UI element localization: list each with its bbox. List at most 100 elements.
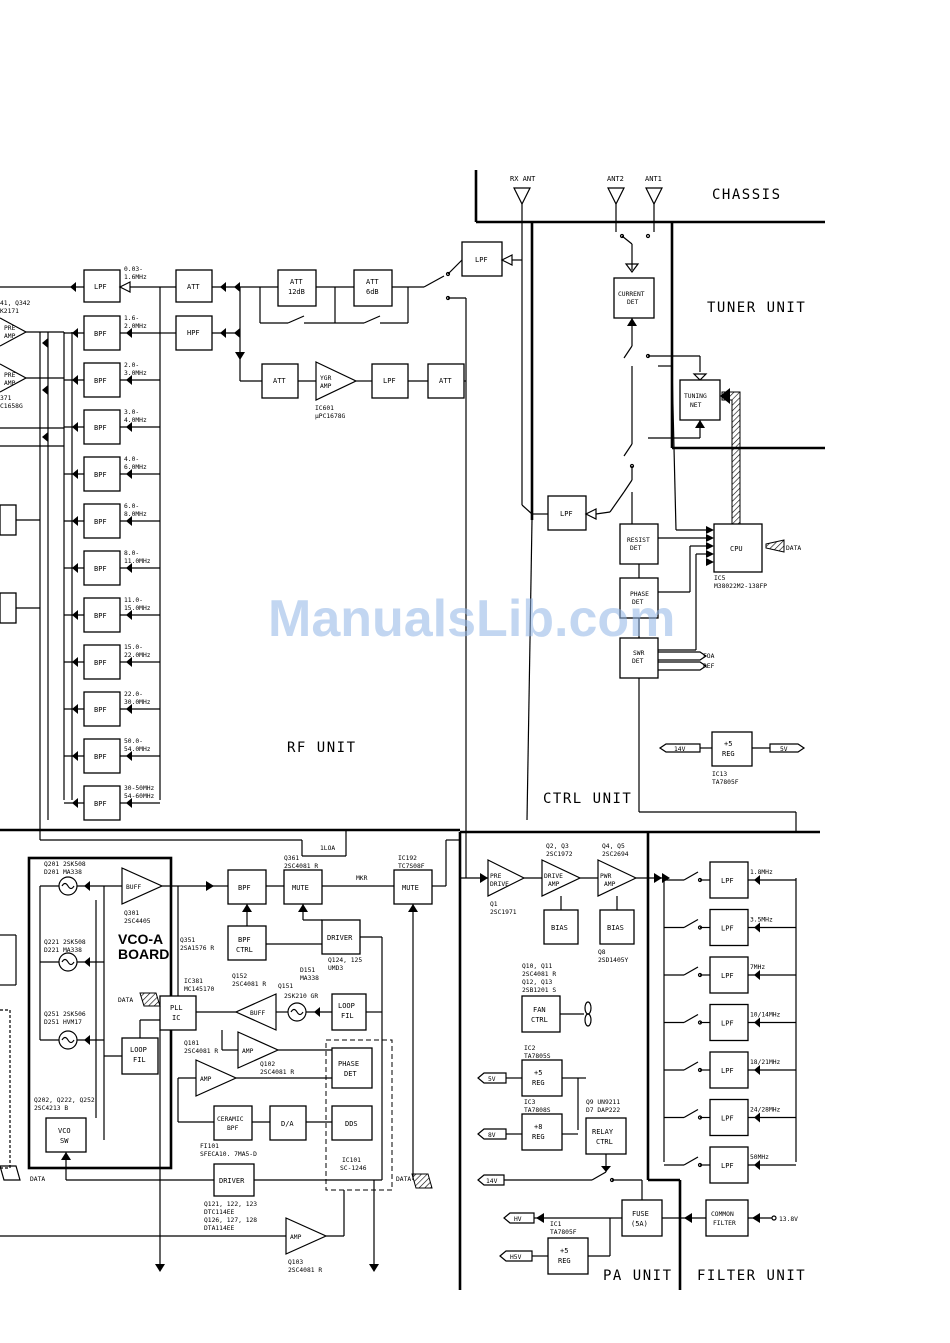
svg-text:IC101: IC101 [342,1157,361,1164]
ic101-outline [325,1039,393,1191]
svg-text:Q103: Q103 [288,1259,303,1266]
bpf-filter [83,785,121,821]
bpf-filter [83,597,121,633]
svg-text:IC192: IC192 [398,855,417,862]
antennas: RX ANT ANT2 ANT1 [510,175,663,273]
svg-text:D7 DAP222: D7 DAP222 [586,1107,620,1114]
svg-text:M38022M2-138FP: M38022M2-138FP [714,583,767,590]
filter-lpf [709,861,749,899]
svg-text:MKR: MKR [356,875,368,882]
cpu: CPU [730,545,743,553]
svg-text:AMP: AMP [4,380,16,387]
rf-unit-label: RF UNIT [287,740,357,756]
filter-lpf [709,1003,749,1042]
svg-text:SC-1246: SC-1246 [340,1165,367,1172]
svg-text:HV: HV [514,1216,522,1223]
svg-text:μPC1678G: μPC1678G [315,413,346,420]
svg-text:SW: SW [60,1137,69,1145]
pa-unit: PRE DRIVE Q1 2SC1971 Q2, Q3 2SC1972 DRIV… [465,830,670,1275]
svg-text:D251 HVM17: D251 HVM17 [44,1019,82,1026]
svg-text:DATA: DATA [396,1176,411,1183]
att-c: ATT [439,377,452,385]
svg-text:DET: DET [344,1070,357,1078]
svg-text:2SC1972: 2SC1972 [546,851,573,858]
svg-text:K2171: K2171 [0,308,19,315]
filter-lpf-label: LPF [721,1020,734,1028]
svg-text:BOARD: BOARD [118,946,169,962]
filter-band-label: 10/14MHz [750,1012,781,1019]
svg-text:REG: REG [532,1133,545,1141]
svg-text:DET: DET [627,299,639,306]
svg-text:NET: NET [690,402,702,409]
svg-text:FIL: FIL [341,1012,354,1020]
svg-text:MC145170: MC145170 [184,986,215,993]
svg-text:AMP: AMP [320,383,332,390]
rx-ant-label: RX ANT [510,175,536,183]
svg-text:Q301: Q301 [124,910,139,917]
mute-1: MUTE [292,884,309,892]
amp-1: AMP [242,1048,254,1055]
svg-text:D201 MA338: D201 MA338 [44,869,82,876]
d-a: D/A [281,1120,294,1128]
svg-text:AMP: AMP [548,881,560,888]
svg-text:Q251 2SK506: Q251 2SK506 [44,1011,86,1018]
bpf-band-label: 6.0- [124,503,139,510]
filter-lpf-label: LPF [721,1115,734,1123]
svg-text:REG: REG [532,1079,545,1087]
svg-text:CTRL: CTRL [596,1138,613,1146]
svg-text:PRE: PRE [4,372,16,379]
filter-band-label: 7MHz [750,964,765,971]
svg-text:IC: IC [172,1014,180,1022]
svg-text:DTC114EE: DTC114EE [204,1209,235,1216]
svg-text:Q151: Q151 [278,983,293,990]
bpf-filter [83,409,121,445]
driver-1: DRIVER [327,934,353,942]
svg-text:MA338: MA338 [300,975,319,982]
svg-text:2SB1201 S: 2SB1201 S [522,987,556,994]
svg-text:Q126, 127, 128: Q126, 127, 128 [204,1217,257,1224]
bpf-band-label: 22.0MHz [124,652,151,659]
pa-reg-5: +5 [534,1069,542,1077]
bpf-band-label: 11.0MHz [124,558,151,565]
rf-preamps: 41, Q342 K2171 PRE AMP PRE AMP 371 C1658… [0,300,64,840]
bias-2: BIAS [607,924,624,932]
svg-text:REG: REG [722,750,735,758]
svg-text:371: 371 [0,395,12,402]
amp-2: AMP [200,1076,212,1083]
bpf-band-label: 30-50MHz [124,785,155,792]
ceramic-bpf: CERAMIC [217,1116,244,1123]
svg-text:Q201 2SK508: Q201 2SK508 [44,861,86,868]
filter-lpf-label: LPF [721,877,734,885]
filter-band-label: 18/21MHz [750,1059,781,1066]
svg-text:Q4, Q5: Q4, Q5 [602,843,625,850]
ctrl-unit: CURRENT DET TUNING NET LPF RESIST DET PH… [521,260,806,832]
bpf-label: BPF [94,518,107,526]
svg-text:DET: DET [630,545,642,552]
vco-buff: BUFF [126,884,141,891]
svg-text:Q121, 122, 123: Q121, 122, 123 [204,1201,257,1208]
bpf-label: BPF [94,424,107,432]
bpf-label: BPF [94,330,107,338]
bpf-label: BPF [94,565,107,573]
resist-det: RESIST [627,537,650,544]
svg-text:ATT: ATT [290,278,303,286]
svg-text:IC381: IC381 [184,978,203,985]
filter-lpf [709,1146,749,1184]
bias-1: BIAS [551,924,568,932]
svg-text:14V: 14V [486,1178,498,1185]
svg-text:DATA: DATA [30,1176,45,1183]
dds: DDS [345,1120,358,1128]
bpf-filter [83,691,121,727]
svg-text:TC7S08F: TC7S08F [398,863,425,870]
svg-text:13.8V: 13.8V [779,1216,798,1223]
bpf-label: BPF [94,753,107,761]
svg-text:CTRL: CTRL [236,946,253,954]
loop-fil-pll: LOOP [338,1002,355,1010]
svg-text:Q1: Q1 [490,901,498,908]
ant1-label: ANT1 [645,175,662,183]
vco-sw: VCO [58,1127,71,1135]
bpf-band-label: 54.0MHz [124,746,151,753]
svg-text:FILTER: FILTER [713,1220,736,1227]
phase-det-ctrl: PHASE [630,591,649,598]
